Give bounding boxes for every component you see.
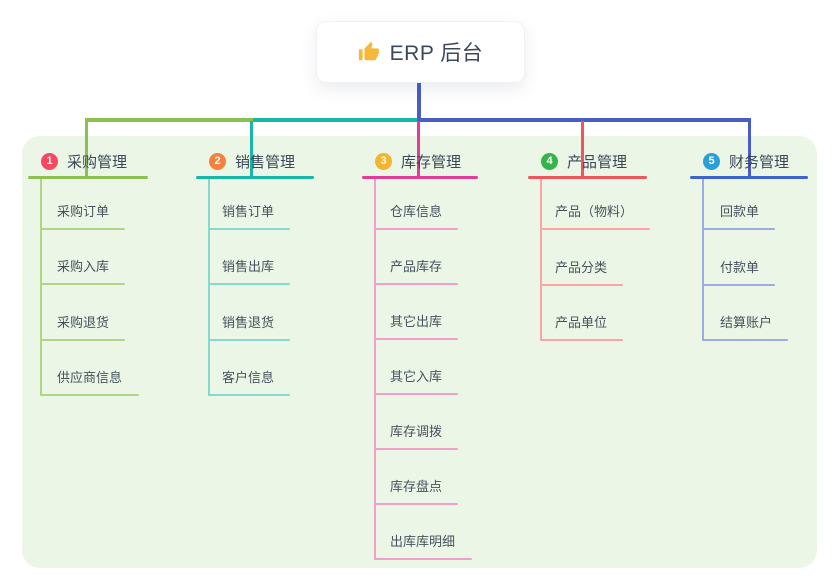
child-node[interactable]: 销售订单 <box>222 204 275 219</box>
child-underline <box>374 228 458 230</box>
branch-2-badge: 2 <box>209 152 226 170</box>
branch-3: 3 库存管理 仓库信息 产品库存 其它出库 其它入库 库存调拨 库存盘点 出库库… <box>362 142 478 560</box>
bus-segment-3 <box>417 118 751 122</box>
branch-2-drop-line <box>250 121 253 177</box>
branch-5-badge: 5 <box>703 152 720 170</box>
branch-1: 1 采购管理 采购订单 采购入库 采购退货 供应商信息 <box>28 142 148 396</box>
child-underline <box>208 283 290 285</box>
branch-4-drop-line <box>581 121 584 177</box>
root-node-label: ERP 后台 <box>389 42 484 65</box>
child-underline <box>374 503 458 505</box>
branch-4-badge: 4 <box>541 152 558 170</box>
child-node[interactable]: 其它入库 <box>390 369 443 384</box>
child-underline <box>40 339 125 341</box>
child-node[interactable]: 出库库明细 <box>390 534 456 549</box>
root-node[interactable]: ERP 后台 <box>316 21 525 83</box>
branch-2-node[interactable]: 2 销售管理 <box>196 142 314 178</box>
branch-4: 4 产品管理 产品（物料） 产品分类 产品单位 <box>528 142 650 341</box>
child-underline <box>540 284 623 286</box>
child-underline <box>374 393 458 395</box>
branch-1-badge: 1 <box>41 152 58 170</box>
child-node[interactable]: 回款单 <box>720 204 760 219</box>
bus-segment-2 <box>253 118 419 122</box>
child-underline <box>374 338 458 340</box>
bus-segment-1 <box>85 118 253 122</box>
branch-5-spine <box>702 179 704 341</box>
branch-5-underline <box>690 176 808 179</box>
child-node[interactable]: 采购订单 <box>57 204 110 219</box>
branch-3-title: 库存管理 <box>401 153 462 171</box>
branch-4-spine <box>540 179 542 341</box>
child-node[interactable]: 供应商信息 <box>57 370 123 385</box>
child-node[interactable]: 结算账户 <box>720 315 773 330</box>
branch-5-node[interactable]: 5 财务管理 <box>690 142 808 178</box>
child-underline <box>40 394 139 396</box>
child-node[interactable]: 产品（物料） <box>555 204 634 219</box>
branch-1-spine <box>40 179 42 396</box>
child-node[interactable]: 产品分类 <box>555 260 608 275</box>
map-background-panel <box>22 136 817 568</box>
child-underline <box>208 394 290 396</box>
branch-3-badge: 3 <box>375 152 392 170</box>
branch-1-node[interactable]: 1 采购管理 <box>28 142 148 178</box>
child-node[interactable]: 销售出库 <box>222 259 275 274</box>
child-node[interactable]: 采购入库 <box>57 259 110 274</box>
branch-2-title: 销售管理 <box>235 153 296 171</box>
branch-2-underline <box>196 176 314 179</box>
branch-5: 5 财务管理 回款单 付款单 结算账户 <box>690 142 808 341</box>
branch-1-underline <box>28 176 148 179</box>
child-underline <box>702 284 775 286</box>
branch-3-spine <box>374 179 376 560</box>
branch-5-title: 财务管理 <box>729 153 790 171</box>
child-underline <box>374 558 472 560</box>
branch-1-drop-line <box>85 121 88 177</box>
branch-1-title: 采购管理 <box>67 153 128 171</box>
child-underline <box>540 228 650 230</box>
child-underline <box>374 448 458 450</box>
child-underline <box>40 228 125 230</box>
branch-2: 2 销售管理 销售订单 销售出库 销售退货 客户信息 <box>196 142 314 396</box>
child-node[interactable]: 客户信息 <box>222 370 275 385</box>
child-node[interactable]: 库存调拨 <box>390 424 443 439</box>
child-node[interactable]: 付款单 <box>720 260 760 275</box>
child-node[interactable]: 采购退货 <box>57 315 110 330</box>
branch-3-node[interactable]: 3 库存管理 <box>362 142 478 178</box>
child-node[interactable]: 库存盘点 <box>390 479 443 494</box>
child-underline <box>702 228 775 230</box>
root-connector-line <box>417 81 421 122</box>
child-node[interactable]: 销售退货 <box>222 315 275 330</box>
child-node[interactable]: 产品单位 <box>555 315 608 330</box>
branch-3-underline <box>362 176 478 179</box>
child-node[interactable]: 产品库存 <box>390 259 443 274</box>
branch-3-drop-line <box>417 121 420 177</box>
child-underline <box>208 228 290 230</box>
branch-5-drop-line <box>748 121 751 177</box>
branch-4-title: 产品管理 <box>567 153 628 171</box>
branch-2-spine <box>208 179 210 396</box>
child-node[interactable]: 其它出库 <box>390 314 443 329</box>
child-underline <box>702 339 788 341</box>
branch-4-underline <box>528 176 647 179</box>
thumbs-up-icon <box>358 41 380 63</box>
child-node[interactable]: 仓库信息 <box>390 204 443 219</box>
branch-4-node[interactable]: 4 产品管理 <box>528 142 647 178</box>
child-underline <box>40 283 125 285</box>
child-underline <box>208 339 290 341</box>
child-underline <box>540 339 623 341</box>
child-underline <box>374 283 458 285</box>
